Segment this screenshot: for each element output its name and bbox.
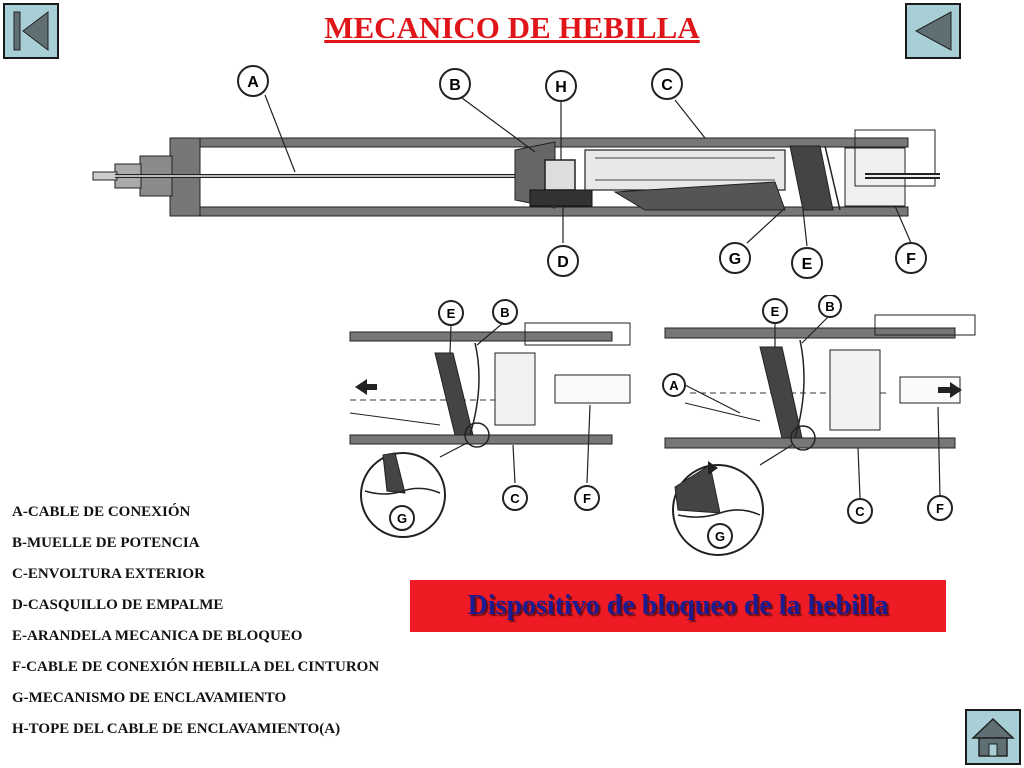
page-title: MECANICO DE HEBILLA — [324, 10, 700, 45]
home-button[interactable] — [965, 709, 1021, 765]
detail-left-label-c: C — [502, 485, 528, 511]
detail-right-label-a: A — [662, 373, 686, 397]
svg-text:C: C — [510, 491, 520, 506]
left-detail-drawing: E B G C F — [349, 299, 631, 538]
legend-item: H-TOPE DEL CABLE DE ENCLAVAMIENTO(A) — [12, 721, 341, 737]
svg-text:B: B — [449, 77, 461, 94]
label-b: B — [439, 68, 471, 100]
label-f: F — [895, 242, 927, 274]
detail-right-label-e: E — [762, 298, 788, 324]
legend-item: G-MECANISMO DE ENCLAVAMIENTO — [12, 690, 287, 706]
legend-item: E-ARANDELA MECANICA DE BLOQUEO — [12, 628, 303, 644]
caption-box: Dispositivo de bloqueo de la hebilla — [410, 580, 946, 632]
home-icon — [971, 717, 1015, 757]
first-slide-icon — [13, 10, 49, 52]
label-h: H — [545, 70, 577, 102]
label-g: G — [719, 242, 751, 274]
svg-text:E: E — [447, 306, 456, 321]
detail-right-label-g: G — [707, 523, 733, 549]
right-detail-drawing: E B A G C F — [662, 295, 976, 556]
svg-text:C: C — [661, 77, 673, 94]
legend-item: C-ENVOLTURA EXTERIOR — [12, 566, 205, 582]
svg-text:E: E — [802, 256, 813, 273]
svg-text:F: F — [936, 501, 944, 516]
label-e: E — [791, 247, 823, 279]
legend-item: A-CABLE DE CONEXIÓN — [12, 504, 191, 520]
svg-text:G: G — [397, 511, 407, 526]
parts-legend: A-CABLE DE CONEXIÓN B-MUELLE DE POTENCIA… — [12, 497, 379, 745]
first-slide-button[interactable] — [3, 3, 59, 59]
svg-text:F: F — [906, 251, 916, 268]
detail-left-label-g: G — [389, 505, 415, 531]
detail-left-label-b: B — [492, 299, 518, 325]
label-a: A — [237, 65, 269, 97]
svg-text:A: A — [669, 378, 679, 393]
label-d: D — [547, 245, 579, 277]
detail-right-label-c: C — [847, 498, 873, 524]
legend-item: B-MUELLE DE POTENCIA — [12, 535, 200, 551]
previous-slide-button[interactable] — [905, 3, 961, 59]
svg-text:H: H — [555, 79, 567, 96]
svg-text:F: F — [583, 491, 591, 506]
svg-text:D: D — [557, 254, 569, 271]
previous-slide-icon — [914, 11, 952, 51]
main-buckle-mechanism-drawing: A B H C D G E F — [92, 65, 940, 279]
detail-left-label-e: E — [438, 300, 464, 326]
label-c: C — [651, 68, 683, 100]
svg-text:B: B — [500, 305, 509, 320]
svg-text:A: A — [247, 74, 259, 91]
detail-left-label-f: F — [574, 485, 600, 511]
legend-item: D-CASQUILLO DE EMPALME — [12, 597, 224, 613]
svg-text:G: G — [715, 529, 725, 544]
legend-item: F-CABLE DE CONEXIÓN HEBILLA DEL CINTURON — [12, 659, 380, 675]
svg-text:E: E — [771, 304, 780, 319]
svg-text:B: B — [825, 299, 834, 314]
detail-right-label-f: F — [927, 495, 953, 521]
svg-text:C: C — [855, 504, 865, 519]
detail-right-label-b: B — [818, 295, 842, 318]
svg-text:G: G — [729, 251, 741, 268]
